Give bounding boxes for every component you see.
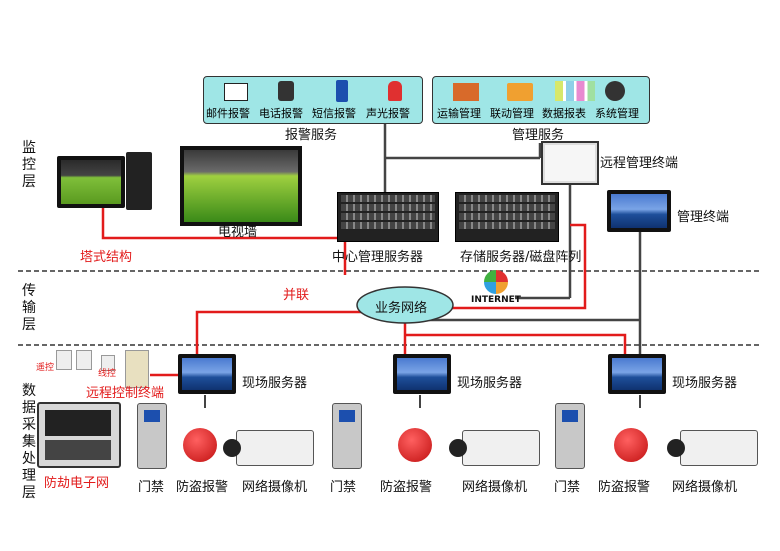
mgmt-item-transport: 运输管理	[437, 107, 481, 120]
site-2-alarm-label: 防盗报警	[380, 480, 433, 495]
wire-ctrl-label: 线控	[98, 369, 117, 379]
remote-control-terminal-label: 远程控制终端	[86, 386, 165, 401]
site-1-door-label: 门禁	[138, 480, 165, 495]
mgmt-terminal-label: 管理终端	[677, 210, 730, 225]
video-wall	[180, 146, 302, 226]
site-1-camera	[223, 430, 314, 466]
remote-ctrl-label: 遥控	[36, 363, 55, 373]
central-server-label: 中心管理服务器	[332, 250, 424, 265]
desktop-monitor	[57, 156, 125, 208]
alarm-service-caption: 报警服务	[285, 128, 338, 143]
video-wall-label: 电视墙	[218, 225, 258, 240]
site-1-camera-label: 网络摄像机	[242, 480, 308, 495]
remote-mgmt-terminal-label: 远程管理终端	[600, 156, 679, 171]
alarm-item-sms: 短信报警	[312, 107, 356, 120]
site-3-alarm-device	[614, 428, 648, 462]
internet-label: INTERNET	[471, 295, 521, 305]
site-1-alarm-device	[183, 428, 217, 462]
admin-icon	[605, 81, 625, 101]
site-1-alarm-label: 防盗报警	[176, 480, 229, 495]
management-service-caption: 管理服务	[512, 128, 565, 143]
anti-robbery-label: 防劫电子网	[44, 476, 110, 491]
site-3-server-label: 现场服务器	[672, 376, 738, 391]
alarm-item-phone: 电话报警	[259, 107, 303, 120]
site-2-alarm-device	[398, 428, 432, 462]
site-3-camera-label: 网络摄像机	[672, 480, 738, 495]
remote-mgmt-terminal	[541, 141, 599, 185]
remote-switch-icon-2	[76, 350, 92, 370]
phone-icon	[278, 81, 294, 101]
business-network-ellipse	[356, 286, 454, 324]
site-3-server-monitor	[608, 354, 666, 394]
management-service-box: 运输管理 联动管理 数据报表 系统管理	[432, 76, 650, 124]
report-chart-icon	[555, 81, 595, 101]
internet-icon	[484, 270, 508, 294]
tower-structure-label: 塔式结构	[80, 250, 133, 265]
sms-icon	[336, 80, 348, 102]
site-3-door-device	[555, 403, 585, 469]
mgmt-item-linkage: 联动管理	[490, 107, 534, 120]
transport-icon	[453, 83, 479, 101]
central-server	[337, 192, 439, 242]
site-3-door-label: 门禁	[554, 480, 581, 495]
mgmt-item-system: 系统管理	[595, 107, 639, 120]
site-1-server-monitor	[178, 354, 236, 394]
layer-monitor: 监控层	[22, 140, 36, 190]
site-2-door-device	[332, 403, 362, 469]
alarm-item-light: 声光报警	[366, 107, 410, 120]
mgmt-item-report: 数据报表	[542, 107, 586, 120]
business-network-label: 业务网络	[375, 301, 428, 316]
alarm-item-email: 邮件报警	[206, 107, 250, 120]
layer-collect: 数据采集处理层	[22, 383, 36, 501]
siren-icon	[388, 81, 402, 101]
site-2-server-label: 现场服务器	[457, 376, 523, 391]
site-3-alarm-label: 防盗报警	[598, 480, 651, 495]
layer-transport: 传输层	[22, 283, 36, 333]
site-2-camera	[449, 430, 540, 466]
anti-robbery-case	[37, 402, 121, 468]
desktop-tower	[126, 152, 152, 210]
site-1-server-label: 现场服务器	[242, 376, 308, 391]
site-3-camera	[667, 430, 758, 466]
storage-server	[455, 192, 559, 242]
site-2-door-label: 门禁	[330, 480, 357, 495]
storage-server-label: 存储服务器/磁盘阵列	[460, 250, 582, 265]
remote-switch-icon	[56, 350, 72, 370]
control-module-icon	[125, 350, 149, 388]
site-2-camera-label: 网络摄像机	[462, 480, 528, 495]
folder-icon	[507, 83, 533, 101]
wire-switch-icon	[101, 355, 115, 371]
site-1-door-device	[137, 403, 167, 469]
parallel-label: 并联	[283, 288, 310, 303]
mgmt-terminal-monitor	[607, 190, 671, 232]
site-2-server-monitor	[393, 354, 451, 394]
mail-icon	[224, 83, 248, 101]
alarm-service-box: 邮件报警 电话报警 短信报警 声光报警	[203, 76, 423, 124]
